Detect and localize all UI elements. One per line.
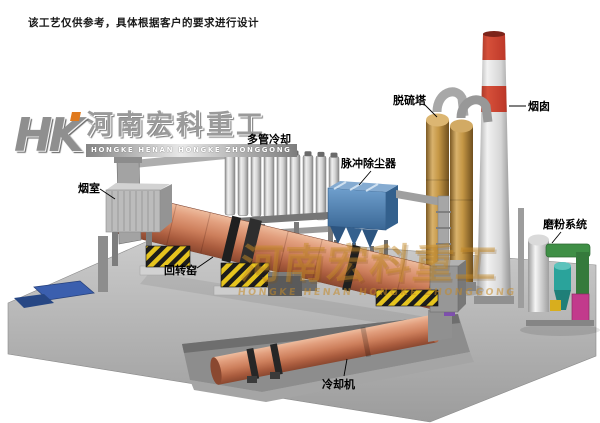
cooler-tubes (224, 147, 340, 221)
hazard-pier-1 (145, 245, 191, 268)
desulfurization-towers (416, 87, 493, 297)
label-grinding-system: 磨粉系统 (543, 218, 587, 231)
smoke-chamber (98, 154, 172, 292)
logo-name-en: HONGKE HENAN HONGKE ZHONGGONG (91, 146, 292, 155)
leader-lines (99, 103, 562, 377)
label-cooling-machine: 冷却机 (322, 378, 355, 391)
label-chimney: 烟囱 (528, 100, 550, 113)
grinding-system (518, 208, 600, 336)
hazard-pier-2 (220, 262, 270, 288)
hazard-wall (375, 289, 439, 307)
label-rotary-kiln: 回转窑 (164, 264, 197, 277)
label-smoke-chamber: 烟室 (78, 182, 100, 195)
pulse-dust-collector (327, 181, 442, 266)
label-multi-tube-cooler: 多管冷却 (247, 133, 291, 146)
logo: HK 河南宏科重工 HONGKE HENAN HONGKE ZHONGGONG (14, 110, 297, 170)
logo-monogram: HK (14, 110, 84, 170)
logo-names: 河南宏科重工 HONGKE HENAN HONGKE ZHONGGONG (86, 110, 297, 158)
design-note: 该工艺仅供参考，具体根据客户的要求进行设计 (28, 17, 259, 29)
kiln-hood (375, 195, 466, 313)
label-desulfurization-tower: 脱硫塔 (393, 94, 426, 107)
label-pulse-dust-collector: 脉冲除尘器 (341, 157, 396, 170)
logo-name-cn: 河南宏科重工 (86, 110, 266, 141)
kiln-supports (139, 245, 317, 296)
logo-dot-icon (70, 112, 81, 121)
logo-bar: HONGKE HENAN HONGKE ZHONGGONG (86, 144, 297, 158)
foundation-pads (14, 280, 95, 308)
kiln-drive-unit (268, 276, 302, 296)
